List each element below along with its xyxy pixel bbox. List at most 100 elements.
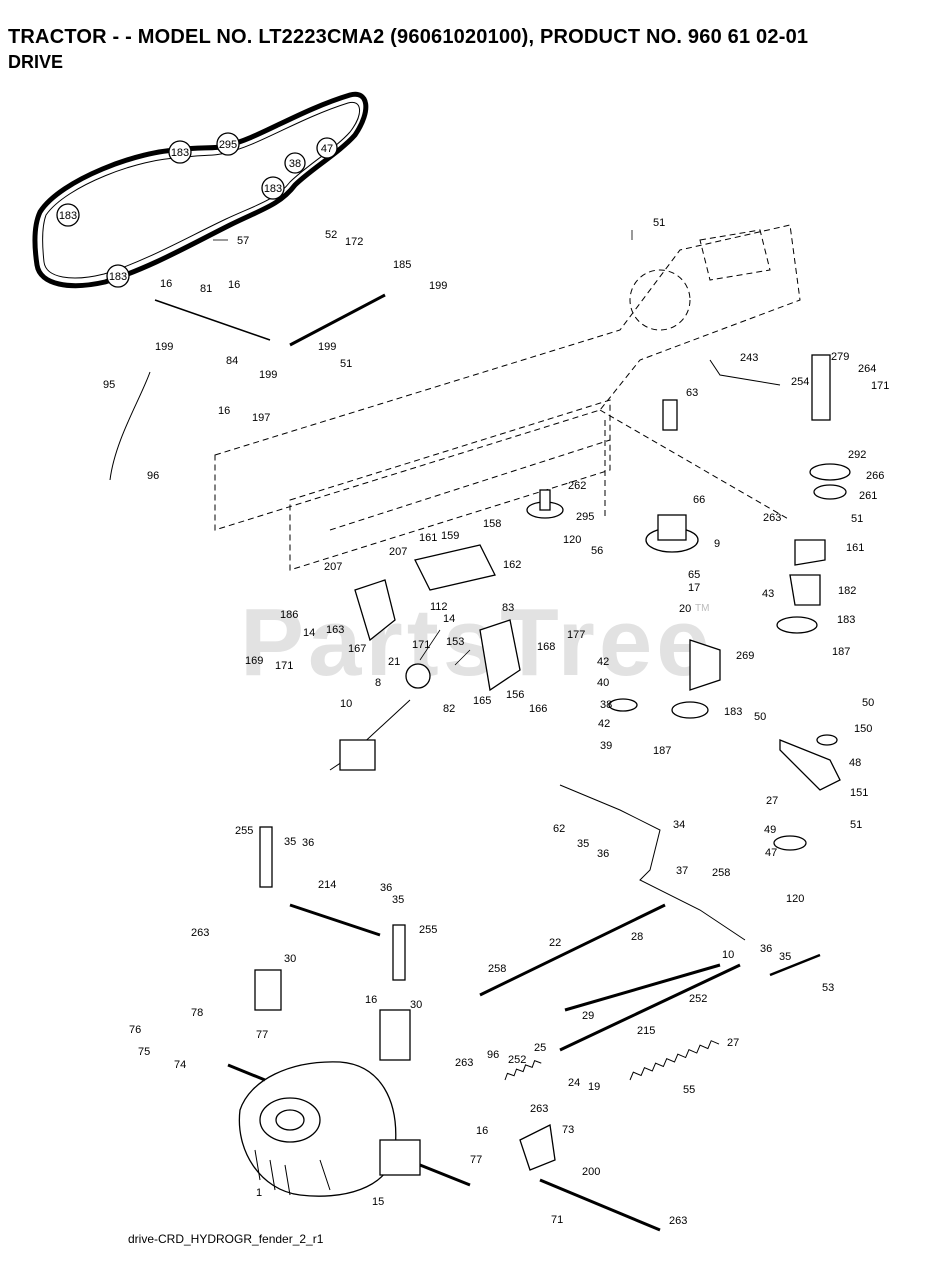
callout-label: 295 (576, 511, 594, 523)
callout-label: 263 (530, 1103, 548, 1115)
callout-label: 16 (228, 279, 240, 291)
callout-label: 292 (848, 449, 866, 461)
callout-label: 16 (160, 278, 172, 290)
callout-label: 38 (289, 158, 301, 170)
callout-label: 156 (506, 689, 524, 701)
callout-label: 19 (588, 1081, 600, 1093)
belt-pulley: 183 (56, 203, 80, 227)
callout-label: 75 (138, 1046, 150, 1058)
callout-label: 77 (470, 1154, 482, 1166)
callout-label: 21 (388, 656, 400, 668)
callout-label: 279 (831, 351, 849, 363)
callout-label: 84 (226, 355, 238, 367)
callout-label: 66 (693, 494, 705, 506)
belt-pulley: 183 (106, 264, 130, 288)
callout-label: 42 (598, 718, 610, 730)
callout-label: 150 (854, 723, 872, 735)
callout-label: 16 (365, 994, 377, 1006)
callout-label: 47 (321, 143, 333, 155)
callout-label: 16 (218, 405, 230, 417)
callout-label: 243 (740, 352, 758, 364)
pulley-assemblies (526, 399, 851, 851)
page-title: TRACTOR - - MODEL NO. LT2223CMA2 (960610… (8, 26, 809, 48)
callout-label: 171 (871, 380, 889, 392)
callout-label: 177 (567, 629, 585, 641)
callout-label: 14 (443, 613, 455, 625)
callout-label: 187 (653, 745, 671, 757)
callout-label: 36 (597, 848, 609, 860)
brackets (254, 354, 831, 1171)
callout-label: 76 (129, 1024, 141, 1036)
callout-label: 39 (600, 740, 612, 752)
callout-label: 22 (549, 937, 561, 949)
callout-label: 42 (597, 656, 609, 668)
callout-label: 182 (838, 585, 856, 597)
callout-label: 264 (858, 363, 876, 375)
callout-label: 47 (765, 847, 777, 859)
callout-label: 151 (850, 787, 868, 799)
callout-label: 50 (754, 711, 766, 723)
callout-label: 83 (502, 602, 514, 614)
callout-label: 15 (372, 1196, 384, 1208)
callout-label: 73 (562, 1124, 574, 1136)
section-subtitle: DRIVE (8, 52, 64, 72)
callout-label: 30 (284, 953, 296, 965)
callout-label: 81 (200, 283, 212, 295)
callout-label: 36 (302, 837, 314, 849)
callout-label: 258 (488, 963, 506, 975)
callout-label: 29 (582, 1010, 594, 1022)
callout-label: 77 (256, 1029, 268, 1041)
callout-label: 168 (537, 641, 555, 653)
callout-label: 252 (689, 993, 707, 1005)
callout-label: 40 (597, 677, 609, 689)
callout-label: 56 (591, 545, 603, 557)
callout-label: 199 (429, 280, 447, 292)
callout-label: 37 (676, 865, 688, 877)
callout-label: 36 (760, 943, 772, 955)
callout-label: 51 (850, 819, 862, 831)
callout-label: 51 (653, 217, 665, 229)
part-callouts: 57 52 172 185 199 16 81 16 199 84 199 51… (103, 217, 889, 1227)
callout-label: 214 (318, 879, 336, 891)
callout-label: 27 (766, 795, 778, 807)
callout-label: 200 (582, 1166, 600, 1178)
callout-label: 74 (174, 1059, 186, 1071)
callout-label: 207 (324, 561, 342, 573)
callout-label: 163 (326, 624, 344, 636)
callout-label: 38 (600, 699, 612, 711)
callout-label: 27 (727, 1037, 739, 1049)
callout-label: 255 (235, 825, 253, 837)
callout-label: 43 (762, 588, 774, 600)
callout-label: 96 (147, 470, 159, 482)
callout-label: 161 (846, 542, 864, 554)
callout-label: 262 (568, 480, 586, 492)
spring (504, 1040, 720, 1081)
callout-label: 17 (688, 582, 700, 594)
callout-label: 120 (786, 893, 804, 905)
watermark-logo: PartsTree (240, 589, 714, 696)
callout-label: 35 (284, 836, 296, 848)
callout-label: 112 (430, 601, 448, 613)
callout-label: 215 (637, 1025, 655, 1037)
callout-label: 82 (443, 703, 455, 715)
callout-label: 263 (191, 927, 209, 939)
callout-label: 199 (318, 341, 336, 353)
belt-pulley: 295 (216, 132, 240, 156)
callout-label: 34 (673, 819, 685, 831)
callout-label: 261 (859, 490, 877, 502)
callout-label: 95 (103, 379, 115, 391)
callout-label: 35 (577, 838, 589, 850)
callout-label: 28 (631, 931, 643, 943)
callout-label: 252 (508, 1054, 526, 1066)
callout-label: 62 (553, 823, 565, 835)
callout-label: 153 (446, 636, 464, 648)
callout-label: 63 (686, 387, 698, 399)
callout-label: 36 (380, 882, 392, 894)
callout-label: 183 (837, 614, 855, 626)
belt-pulley: 47 (316, 137, 338, 159)
callout-label: 165 (473, 695, 491, 707)
callout-label: 171 (275, 660, 293, 672)
callout-label: 258 (712, 867, 730, 879)
leader-lines (213, 230, 633, 666)
